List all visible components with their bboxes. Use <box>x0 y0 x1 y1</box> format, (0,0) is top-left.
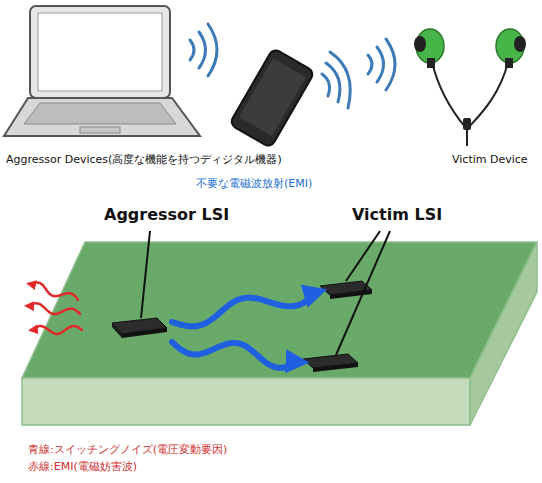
lsi-chips <box>112 281 372 372</box>
earphones <box>414 29 526 146</box>
noise-wave <box>30 282 78 300</box>
noise-wave <box>172 342 300 368</box>
part-label: Victim LSI <box>352 206 442 224</box>
noise-wave <box>172 292 318 326</box>
circuit-board <box>22 242 537 425</box>
leader-lines <box>141 231 390 355</box>
noise-wave <box>28 303 80 314</box>
smartphone <box>229 48 315 148</box>
radio-waves <box>190 24 395 108</box>
part-label: Aggressor LSI <box>104 206 229 224</box>
legend-note: 赤線:EMI(電磁妨害波) <box>28 461 137 474</box>
noise-waves <box>28 282 318 367</box>
noise-wave <box>32 326 82 334</box>
legend-note: 青線:スイッチングノイズ(電圧変動要因) <box>28 444 227 457</box>
emi-note: 不要な電磁波放射(EMI) <box>196 178 312 191</box>
device-caption: Victim Device <box>452 154 528 167</box>
laptop <box>4 6 200 136</box>
device-caption: Aggressor Devices(高度な機能を持つディジタル機器) <box>6 154 282 167</box>
